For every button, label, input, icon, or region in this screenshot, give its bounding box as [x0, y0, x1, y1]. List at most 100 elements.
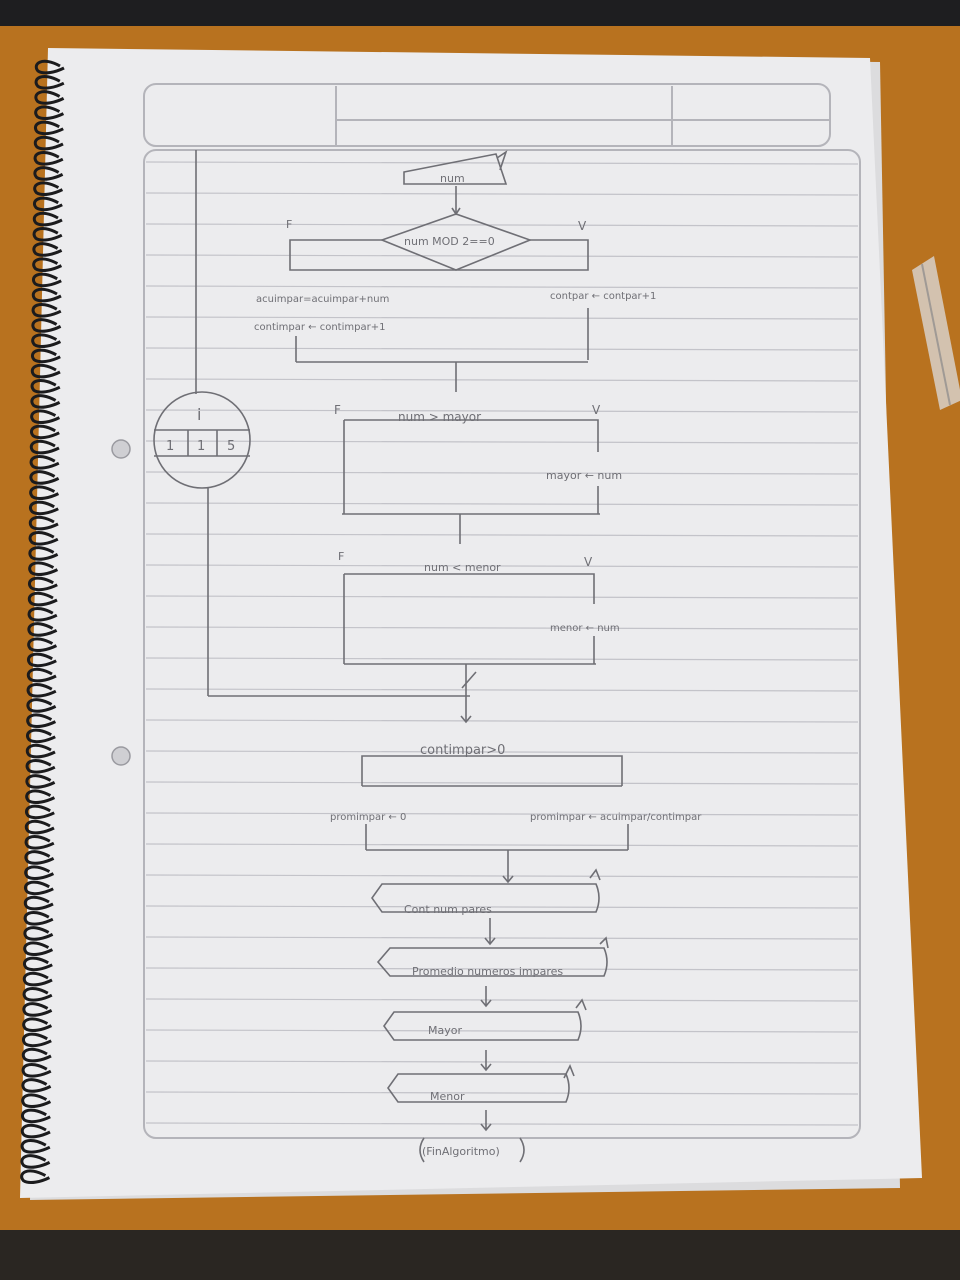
- spiral-coil: [23, 911, 54, 926]
- rule-line: [145, 626, 859, 630]
- assign-max-text: mayor ← num: [546, 469, 622, 482]
- output-1-text: Cont num pares: [404, 903, 492, 916]
- rule-line: [145, 502, 859, 506]
- spiral-coil: [23, 895, 54, 911]
- spiral-coil: [30, 379, 61, 394]
- spiral-coil: [31, 318, 62, 333]
- rule-line: [145, 750, 859, 754]
- spiral-coil: [26, 713, 57, 728]
- spiral-coil: [25, 759, 56, 774]
- spiral-coil: [21, 1063, 52, 1078]
- spiral-coil: [27, 607, 58, 622]
- rule-line: [145, 223, 859, 227]
- rule-line: [145, 1091, 859, 1095]
- branch-v-2: V: [592, 403, 601, 417]
- spiral-coil: [31, 348, 61, 364]
- branch-v-3: V: [584, 555, 593, 569]
- loop-circle: [153, 391, 251, 489]
- spiral-coil: [30, 424, 60, 440]
- spiral-coil: [25, 743, 56, 759]
- rule-line: [145, 471, 859, 475]
- rule-line: [145, 409, 859, 413]
- rule-line: [145, 998, 859, 1002]
- rule-line: [145, 192, 859, 196]
- pen: [912, 256, 960, 410]
- spiral-coil: [31, 303, 62, 318]
- spiral-coil: [20, 1139, 51, 1154]
- avg-zero-text: promimpar ← 0: [330, 812, 406, 823]
- spiral-coil: [21, 1047, 52, 1063]
- rule-line: [145, 874, 859, 878]
- spiral-coil: [34, 90, 65, 105]
- loop-step-label: 1: [197, 439, 205, 454]
- spiral-coil: [34, 105, 65, 120]
- rule-line: [145, 564, 859, 568]
- spiral-coil: [26, 698, 57, 713]
- spiral-coil: [22, 1017, 53, 1032]
- spiral-coil: [23, 926, 54, 941]
- spiral-coil: [26, 667, 57, 683]
- rule-line: [145, 688, 859, 692]
- decision-min-label: num < menor: [424, 561, 501, 574]
- rule-line: [145, 719, 859, 723]
- input-shape: [403, 153, 508, 185]
- branch-f-1: F: [286, 218, 292, 231]
- spiral-coil: [21, 1093, 52, 1108]
- spiral-coil: [24, 865, 55, 880]
- spiral-coil: [33, 151, 64, 166]
- branch-f-3: F: [338, 550, 344, 563]
- rule-line: [145, 316, 859, 320]
- rule-line: [145, 347, 859, 351]
- flowchart: [153, 150, 629, 1163]
- branch-v-1: V: [578, 219, 587, 233]
- end-text: (FinAlgoritmo): [422, 1145, 500, 1158]
- flowchart-text: num num MOD 2==0 F V acuimpar=acuimpar+n…: [166, 172, 702, 1158]
- spiral-coil: [21, 1108, 51, 1124]
- spiral-coil: [27, 622, 58, 637]
- spiral-coil: [32, 211, 63, 227]
- input-arrow-mark: [496, 150, 508, 171]
- spiral-coil: [25, 789, 56, 804]
- ruled-lines: [145, 161, 859, 1126]
- spiral-binding: [20, 59, 65, 1184]
- spiral-coil: [33, 166, 64, 181]
- paper-sheet: [20, 48, 922, 1198]
- spiral-coil: [27, 652, 57, 668]
- rule-line: [145, 595, 859, 599]
- spiral-coil: [20, 1123, 51, 1139]
- desk-bottom-shadow: [0, 1230, 960, 1280]
- spiral-coil: [32, 227, 63, 242]
- spiral-coil: [24, 850, 55, 865]
- spiral-coil: [31, 333, 62, 348]
- spiral-coil: [22, 987, 53, 1002]
- spiral-coil: [22, 1002, 53, 1017]
- spiral-coil: [29, 455, 60, 470]
- spiral-coil: [23, 941, 54, 956]
- branch-f-2: F: [334, 403, 341, 417]
- rule-line: [145, 781, 859, 785]
- spiral-coil: [29, 470, 60, 485]
- spiral-coil: [25, 774, 56, 789]
- desk-edge: [0, 0, 960, 26]
- spiral-coil: [29, 485, 60, 500]
- loop-end-label: 5: [227, 439, 235, 454]
- rule-line: [145, 1122, 859, 1126]
- spiral-coil: [30, 363, 61, 379]
- spiral-coil: [32, 242, 63, 257]
- rule-line: [145, 967, 859, 971]
- decision-even-label: num MOD 2==0: [404, 235, 495, 248]
- spiral-coil: [22, 971, 53, 987]
- spiral-coil: [33, 135, 64, 151]
- loop-var-label: i: [197, 405, 201, 424]
- spiral-coil: [34, 75, 65, 90]
- rule-line: [145, 285, 859, 289]
- punch-holes: [111, 439, 131, 766]
- spiral-coil: [21, 1078, 52, 1093]
- acc-odd-text: acuimpar=acuimpar+num: [256, 294, 389, 305]
- rule-line: [145, 440, 859, 444]
- rule-line: [145, 905, 859, 909]
- spiral-coil: [24, 835, 55, 850]
- loop-start-label: 1: [166, 439, 174, 454]
- rule-line: [145, 812, 859, 816]
